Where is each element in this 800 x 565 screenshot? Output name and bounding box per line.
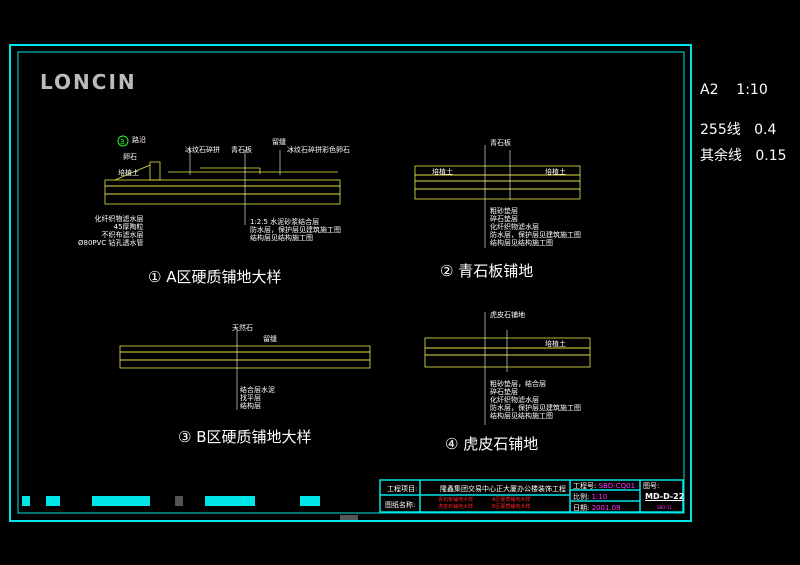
label: 防水层，保护层见建筑施工图 (250, 226, 341, 234)
label: 化纤织物滤水层 (490, 223, 539, 231)
layer-callouts: 粗砂垫层碎石垫层化纤织物滤水层防水层，保护层见建筑施工图结构层见结构施工图 (490, 207, 581, 247)
loncin-logo: LONCIN (40, 70, 137, 94)
label: 培植土 (432, 168, 453, 176)
label: 不织布滤水层 (101, 231, 144, 239)
label: 冰纹石碎拼彩色卵石 (287, 146, 350, 154)
detail-title-4: ④ 虎皮石铺地 (445, 435, 539, 453)
detail-title-1: ① A区硬质铺地大样 (148, 268, 282, 286)
label: 结构层见结构施工图 (490, 239, 553, 247)
label: 粗砂垫层，结合层 (490, 380, 546, 388)
label: 培植土 (118, 169, 139, 177)
label: 化纤织物滤水层 (490, 396, 539, 404)
label: Ø80PVC 钻孔透水管 (78, 239, 144, 247)
drawing-name: B区硬质铺地大样 (492, 504, 531, 510)
sheet-scale: 1:10 (736, 82, 768, 98)
date-value: 2001.09 (591, 504, 621, 512)
line-weight-2: 其余线 0.15 (700, 145, 787, 165)
label: 结构层见结构施工图 (490, 412, 553, 420)
scale-value: 1:10 (591, 493, 608, 501)
line-weight-1: 255线 0.4 (700, 119, 776, 139)
label: 防水层，保护层见建筑施工图 (490, 231, 581, 239)
detail-title-2: ② 青石板铺地 (440, 262, 534, 280)
label: 虎皮石铺地 (490, 311, 525, 319)
drawing-number: MD-D-22 (645, 492, 685, 501)
label: 1:2.5 水泥砂浆结合层 (250, 218, 320, 226)
label: 结构层见结构施工图 (250, 234, 313, 242)
line-weight: 0.15 (755, 148, 787, 164)
label: 留缝 (263, 335, 277, 343)
label: 化纤织物滤水层 (94, 215, 144, 223)
label: 天然石 (232, 324, 253, 332)
label: 培植土 (545, 340, 566, 348)
drawing-names: 青石板铺地大样虎皮石铺地大样 (438, 497, 473, 511)
drawing-name: 虎皮石铺地大样 (438, 504, 474, 510)
label: 结合层水泥 (240, 386, 275, 394)
line-label: 255线 (700, 122, 741, 138)
detail-title-3: ③ B区硬质铺地大样 (178, 428, 312, 446)
label: 碎石垫层 (490, 215, 518, 223)
layer-callouts: 结合层水泥找平层结构层 (240, 386, 275, 410)
drawing-sub: SBD-11 (657, 505, 672, 510)
label: 路沿 (132, 136, 146, 144)
line-label: 其余线 (700, 148, 742, 164)
sheet-size: A2 1:10 (700, 82, 768, 98)
job-number: SBD-CQ01 (598, 482, 636, 490)
drawing-name: 青石板铺地大样 (438, 497, 474, 503)
right-callouts: 1:2.5 水泥砂浆结合层防水层，保护层见建筑施工图结构层见结构施工图 (250, 218, 341, 242)
layer-callouts: 粗砂垫层，结合层碎石垫层化纤织物滤水层防水层，保护层见建筑施工图结构层见结构施工… (490, 380, 581, 420)
detail-marker: 3 (120, 138, 125, 146)
drawing-no-label: 图号: (643, 482, 660, 490)
job-label: 工程号: (573, 482, 597, 490)
date-label: 日期: (573, 504, 590, 512)
label: 粗砂垫层 (490, 207, 518, 215)
drawing-name: A区硬质铺地大样 (492, 497, 531, 503)
label: 卵石 (123, 153, 137, 161)
sheet-size-value: A2 (700, 82, 719, 98)
label: 碎石垫层 (490, 388, 518, 396)
label: 留缝 (272, 138, 286, 146)
label: 45厚陶粒 (113, 223, 144, 231)
label: 结构层 (240, 402, 261, 410)
label: 培植土 (545, 168, 566, 176)
label: 找平层 (240, 394, 261, 402)
label: 青石板 (490, 139, 511, 147)
project-label: 工程项目: (387, 485, 418, 493)
line-weight: 0.4 (754, 122, 777, 138)
scale-label: 比例: (573, 493, 590, 501)
label: 青石板 (231, 146, 252, 154)
label: 防水层，保护层见建筑施工图 (490, 404, 581, 412)
project-name: 隆鑫集团交易中心正大厦办公楼装饰工程 (440, 485, 566, 493)
drawing-label: 图纸名称: (385, 501, 416, 509)
label: 冰纹石碎拼 (185, 146, 220, 154)
